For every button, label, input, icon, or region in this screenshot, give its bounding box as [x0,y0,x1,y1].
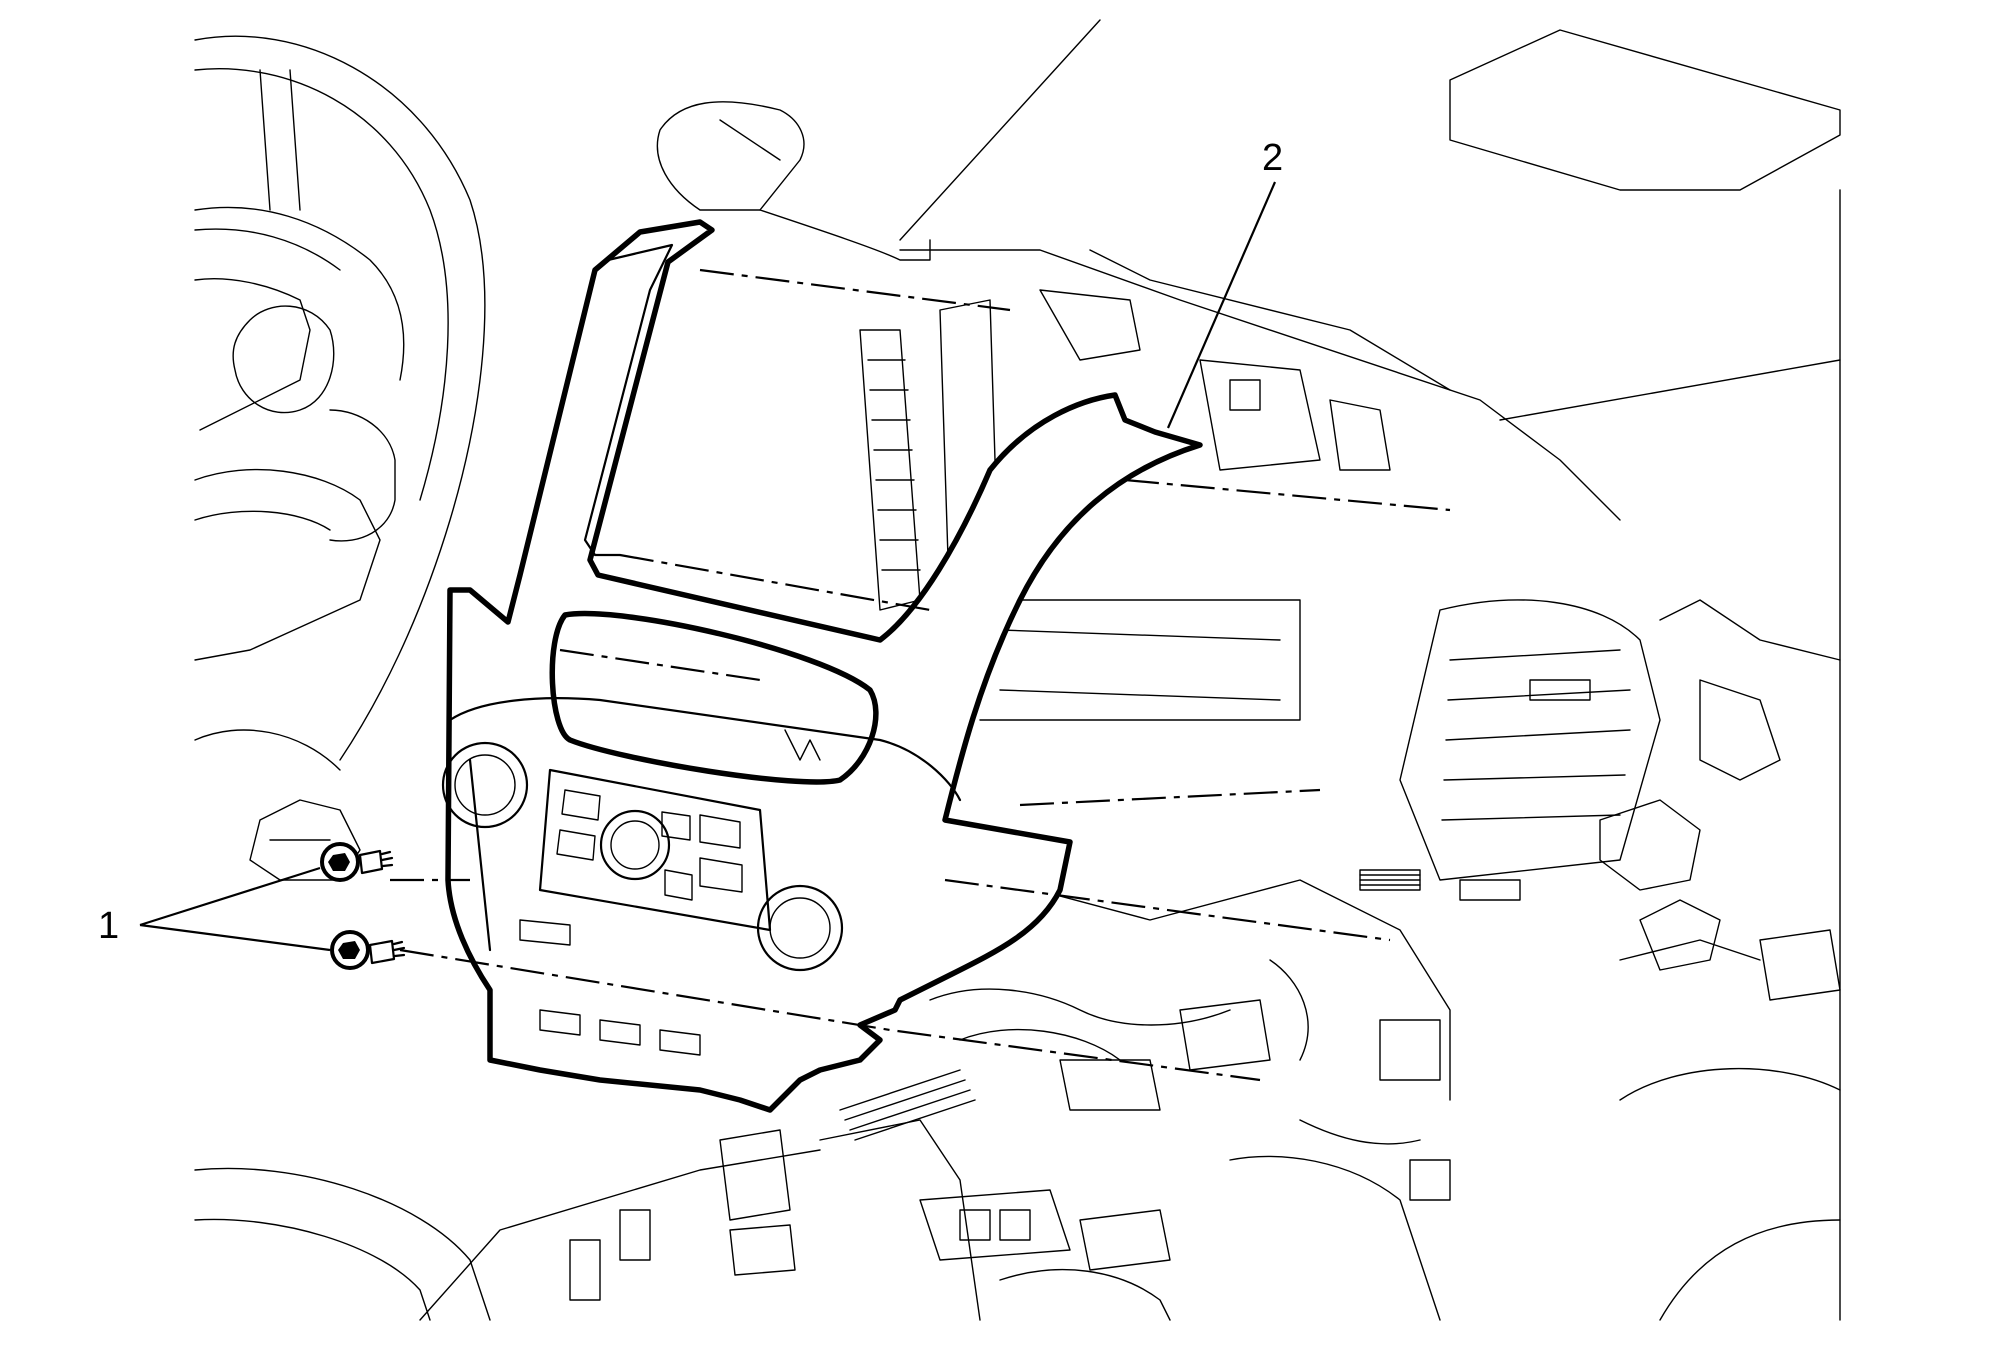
alignment-lines [390,268,1451,1082]
background-line-art [194,19,1841,1321]
callout-1-label: 1 [98,905,119,947]
callout-leaders [139,181,1277,952]
bolt-lower [330,930,406,970]
callout-2-label: 2 [1262,137,1283,179]
center-trim-plate [441,219,1203,1113]
bolt-upper [320,842,394,882]
